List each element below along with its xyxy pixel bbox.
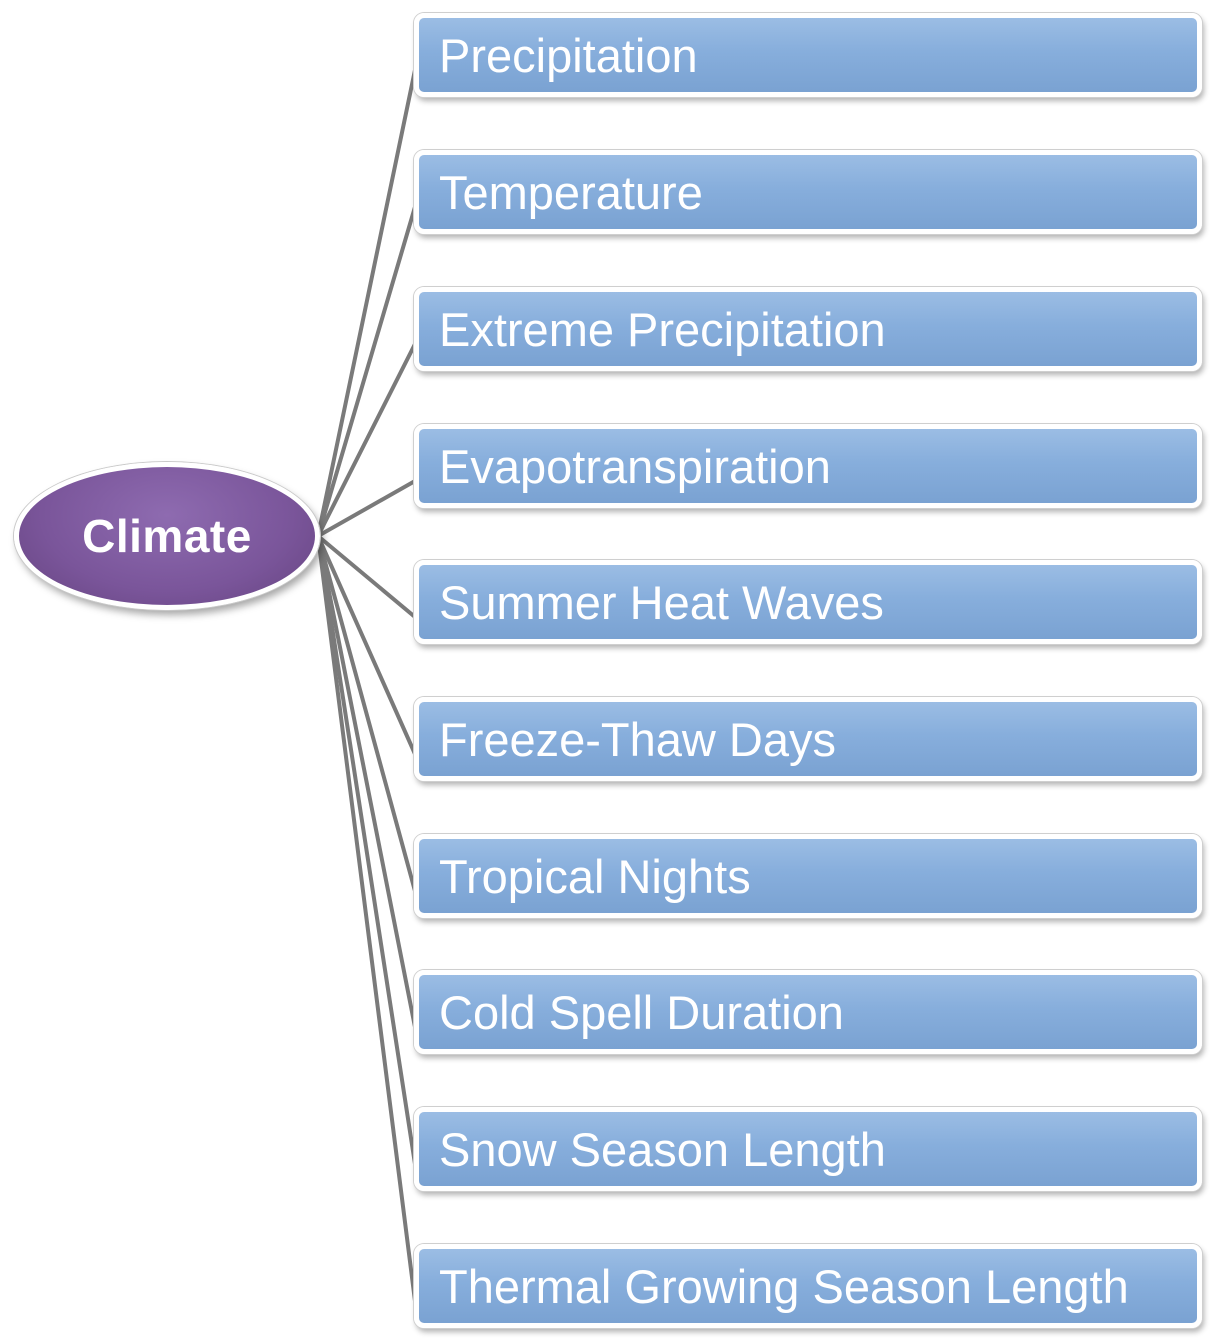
topic-label: Extreme Precipitation xyxy=(439,302,886,356)
topic-snow-season-length: Snow Season Length xyxy=(414,1107,1202,1191)
connector-line xyxy=(316,205,417,538)
root-label: Climate xyxy=(82,510,252,562)
topic-label: Temperature xyxy=(439,165,703,219)
topic-evapotranspiration: Evapotranspiration xyxy=(414,424,1202,508)
topic-extreme-precipitation: Extreme Precipitation xyxy=(414,287,1202,371)
topic-freeze-thaw-days: Freeze-Thaw Days xyxy=(414,697,1202,781)
topic-label: Cold Spell Duration xyxy=(439,985,844,1039)
topic-label: Evapotranspiration xyxy=(439,439,831,493)
connector-line xyxy=(316,534,417,1029)
topic-tropical-nights: Tropical Nights xyxy=(414,834,1202,918)
connector-line xyxy=(316,68,417,538)
connector-line xyxy=(316,479,417,538)
root-node-climate: Climate xyxy=(14,462,320,610)
connector-line xyxy=(316,342,417,538)
topic-label: Summer Heat Waves xyxy=(439,575,884,629)
topic-precipitation: Precipitation xyxy=(414,13,1202,97)
topic-cold-spell-duration: Cold Spell Duration xyxy=(414,970,1202,1054)
topic-label: Tropical Nights xyxy=(439,849,751,903)
topic-label: Precipitation xyxy=(439,28,698,82)
topic-label: Thermal Growing Season Length xyxy=(439,1259,1129,1313)
topic-temperature: Temperature xyxy=(414,150,1202,234)
topic-label: Snow Season Length xyxy=(439,1122,886,1176)
connector-line xyxy=(316,534,417,1166)
topic-label: Freeze-Thaw Days xyxy=(439,712,836,766)
topic-thermal-growing-season-length: Thermal Growing Season Length xyxy=(414,1244,1202,1328)
connector-line xyxy=(316,534,417,619)
connector-line xyxy=(316,534,417,893)
topic-summer-heat-waves: Summer Heat Waves xyxy=(414,560,1202,644)
connector-line xyxy=(316,534,417,1303)
connector-line xyxy=(316,534,417,756)
